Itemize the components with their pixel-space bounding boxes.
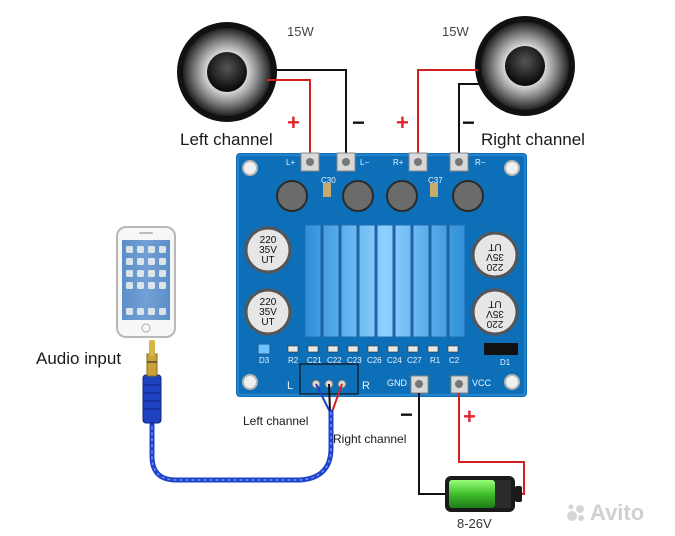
right-speaker-power: 15W (442, 24, 469, 39)
audio-input-label: Audio input (36, 349, 122, 368)
audio-r-label: R (362, 380, 370, 392)
cap-top-left: 220 35V UT (254, 236, 282, 266)
avito-logo-icon (566, 503, 586, 523)
cap-series: UT (261, 255, 275, 266)
left-plus-sign: + (287, 110, 300, 135)
cap-voltage: 35V (486, 251, 504, 262)
pin-l-minus: L− (360, 158, 370, 167)
battery-icon (445, 476, 522, 512)
cap-value: 220 (486, 261, 504, 272)
power-plus-sign: + (463, 404, 476, 429)
gnd-label: GND (387, 378, 407, 388)
left-speaker (177, 22, 277, 122)
part-r2: R2 (288, 356, 299, 365)
phone-icon (116, 226, 176, 338)
c30-label: C30 (321, 176, 336, 185)
part-c22: C22 (327, 356, 342, 365)
audio-signal-wires (315, 383, 343, 413)
cap-series: UT (261, 317, 275, 328)
left-channel-label: Left channel (180, 130, 273, 149)
audio-jack (142, 340, 162, 424)
part-c26: C26 (367, 356, 382, 365)
cap-voltage: 35V (259, 307, 277, 318)
left-speaker-power: 15W (287, 24, 314, 39)
right-speaker-wires (417, 69, 482, 160)
cap-value: 220 (259, 297, 277, 308)
right-speaker (475, 16, 575, 116)
pin-r-plus: R+ (393, 158, 404, 167)
pin-l-plus: L+ (286, 158, 296, 167)
vcc-label: VCC (472, 378, 492, 388)
audio-cable (149, 409, 334, 483)
cap-voltage: 35V (486, 308, 504, 319)
right-minus-sign: − (462, 110, 475, 135)
right-channel-label: Right channel (481, 130, 585, 149)
left-minus-sign: − (352, 110, 365, 135)
d3-label: D3 (259, 356, 270, 365)
left-speaker-wires (267, 69, 347, 160)
c37-label: C37 (428, 176, 443, 185)
cap-bottom-left: 220 35V UT (254, 298, 282, 328)
cable-right-channel-label: Right channel (333, 432, 407, 446)
pin-r-minus: R− (475, 158, 486, 167)
power-minus-sign: − (400, 402, 413, 427)
audio-l-label: L (287, 380, 294, 392)
d1-label: D1 (500, 358, 511, 367)
right-plus-sign: + (396, 110, 409, 135)
cap-bottom-right: 220 35V UT (481, 298, 509, 329)
cap-series: UT (488, 241, 502, 252)
part-c21: C21 (307, 356, 322, 365)
part-c24: C24 (387, 356, 402, 365)
part-c27: C27 (407, 356, 422, 365)
avito-watermark: Avito (590, 500, 645, 525)
cap-voltage: 35V (259, 245, 277, 256)
cap-value: 220 (259, 235, 277, 246)
amplifier-board (236, 152, 527, 397)
part-r1: R1 (430, 356, 441, 365)
cap-value: 220 (486, 318, 504, 329)
part-c23: C23 (347, 356, 362, 365)
part-c2: C2 (449, 356, 460, 365)
cap-series: UT (488, 298, 502, 309)
cable-left-channel-label: Left channel (243, 414, 309, 428)
cap-top-right: 220 35V UT (481, 241, 509, 272)
voltage-label: 8-26V (457, 516, 492, 531)
